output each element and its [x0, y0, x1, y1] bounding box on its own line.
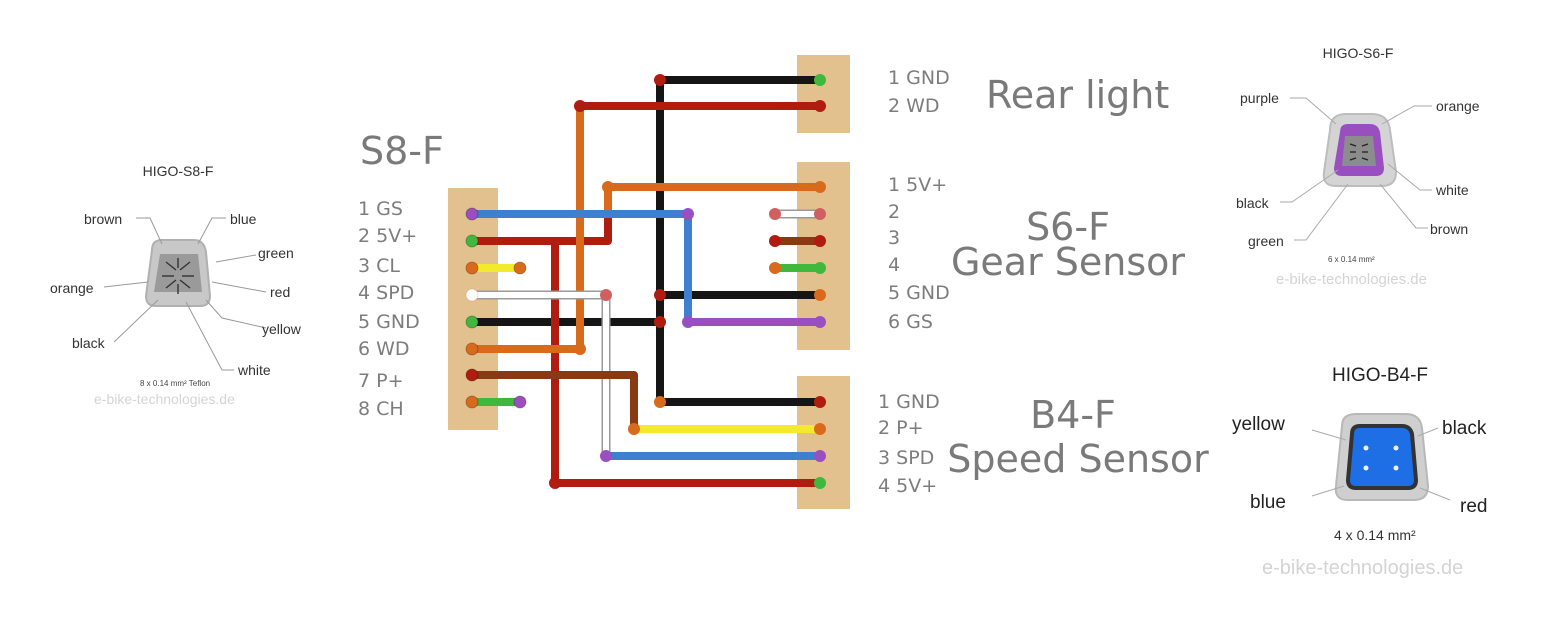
- higo-b4-title: HIGO-B4-F: [1332, 365, 1428, 386]
- higo-s8-label-white: white: [237, 362, 271, 378]
- higo-s6-label-green: green: [1248, 233, 1284, 249]
- rear-pin-1: [814, 74, 826, 86]
- s8-pin-label-8: 8 CH: [358, 398, 404, 420]
- rear-pin-label-2: 2 WD: [888, 95, 940, 117]
- s6-title-line2: Gear Sensor: [951, 240, 1185, 284]
- rear-pin-2: [814, 100, 826, 112]
- higo-s8-label-black: black: [72, 335, 106, 351]
- b4-pin-4: [814, 477, 826, 489]
- rear-light-connector-board: [797, 55, 850, 133]
- s6-pin-label-2: 2: [888, 201, 900, 223]
- rear-light-title: Rear light: [986, 73, 1169, 117]
- rear-pin-label-1: 1 GND: [888, 67, 950, 89]
- s8-pin-3: [465, 261, 479, 275]
- s6-pin-5: [814, 289, 826, 301]
- higo-s8-title: HIGO-S8-F: [143, 163, 214, 179]
- s8-pin-label-1: 1 GS: [358, 198, 403, 220]
- higo-s6-label-orange: orange: [1436, 98, 1480, 114]
- higo-s6-label-brown: brown: [1430, 221, 1468, 237]
- higo-s8-label-red: red: [270, 284, 290, 300]
- b4-pin-1: [814, 396, 826, 408]
- s8-pin-7: [465, 368, 479, 382]
- higo-b4-watermark: e-bike-technologies.de: [1262, 557, 1463, 579]
- s6-pin-4: [814, 262, 826, 274]
- higo-s6-label-purple: purple: [1240, 90, 1279, 106]
- higo-s8-label-brown: brown: [84, 211, 122, 227]
- higo-s6-watermark: e-bike-technologies.de: [1276, 271, 1427, 288]
- s8-pin-label-4: 4 SPD: [358, 282, 414, 304]
- wire-s8-p-brown: [468, 371, 638, 433]
- b4-pin-label-4: 4 5V+: [878, 475, 937, 497]
- higo-b4-spec: 4 x 0.14 mm²: [1334, 527, 1416, 543]
- higo-s8-label-blue: blue: [230, 211, 257, 227]
- b4-pin-label-3: 3 SPD: [878, 447, 934, 469]
- s8-pin-label-5: 5 GND: [358, 311, 420, 333]
- higo-s6-spec: 6 x 0.14 mm²: [1328, 255, 1375, 264]
- s6-pin-label-5: 5 GND: [888, 282, 950, 304]
- higo-s6-plug: HIGO-S6-F purple orange black white gree…: [1236, 45, 1480, 288]
- s6-pin-label-6: 6 GS: [888, 311, 933, 333]
- higo-s6-title: HIGO-S6-F: [1323, 45, 1394, 61]
- s6-pin-3: [814, 235, 826, 247]
- s6-pin-label-3: 3: [888, 227, 900, 249]
- s8-title: S8-F: [360, 129, 444, 173]
- s8-pin-label-6: 6 WD: [358, 338, 410, 360]
- b4-title-line1: B4-F: [1030, 393, 1116, 437]
- wire-rear-gnd-to-b4-gnd: [656, 76, 824, 406]
- s6-pin-6: [814, 316, 826, 328]
- s8-pin-label-7: 7 P+: [358, 370, 404, 392]
- s6-pin-1: [814, 181, 826, 193]
- wire-s8-5v-to-b4-5v: [468, 237, 824, 487]
- s8-pin-2: [465, 234, 479, 248]
- b4-title-line2: Speed Sensor: [947, 437, 1209, 481]
- b4-pin-2: [814, 423, 826, 435]
- higo-b4-label-blue: blue: [1250, 492, 1286, 513]
- higo-s8-plug: HIGO-S8-F brown blue green orange red bl…: [50, 163, 302, 407]
- s6-title-line1: S6-F: [1026, 205, 1110, 249]
- higo-s6-label-white: white: [1435, 182, 1469, 198]
- b4-pin-label-2: 2 P+: [878, 417, 924, 439]
- s8-pin-6: [465, 342, 479, 356]
- higo-b4-label-yellow: yellow: [1232, 414, 1285, 435]
- s8-pin-label-2: 2 5V+: [358, 225, 417, 247]
- s6-pin-2: [814, 208, 826, 220]
- higo-b4-label-red: red: [1460, 496, 1487, 517]
- b4-pin-label-1: 1 GND: [878, 391, 940, 413]
- s8-connector-board: [448, 188, 498, 430]
- s8-pin-5: [465, 315, 479, 329]
- higo-s8-watermark: e-bike-technologies.de: [94, 391, 235, 407]
- higo-s8-spec: 8 x 0.14 mm² Teflon: [140, 379, 210, 388]
- s8-pin-label-3: 3 CL: [358, 255, 400, 277]
- higo-s8-label-orange: orange: [50, 280, 94, 296]
- higo-s6-label-black: black: [1236, 195, 1270, 211]
- higo-s8-label-yellow: yellow: [262, 321, 302, 337]
- higo-s8-label-green: green: [258, 245, 294, 261]
- b4-connector-board: [797, 376, 850, 509]
- s8-pin-8: [465, 395, 479, 409]
- b4-pin-3: [814, 450, 826, 462]
- s8-pin-4: [465, 288, 479, 302]
- s8-pin-1: [465, 207, 479, 221]
- higo-b4-plug: HIGO-B4-F yellow black blue red 4 x 0.14…: [1232, 365, 1487, 579]
- higo-b4-label-black: black: [1442, 418, 1487, 439]
- s6-pin-label-1: 1 5V+: [888, 174, 947, 196]
- s6-pin-label-4: 4: [888, 254, 900, 276]
